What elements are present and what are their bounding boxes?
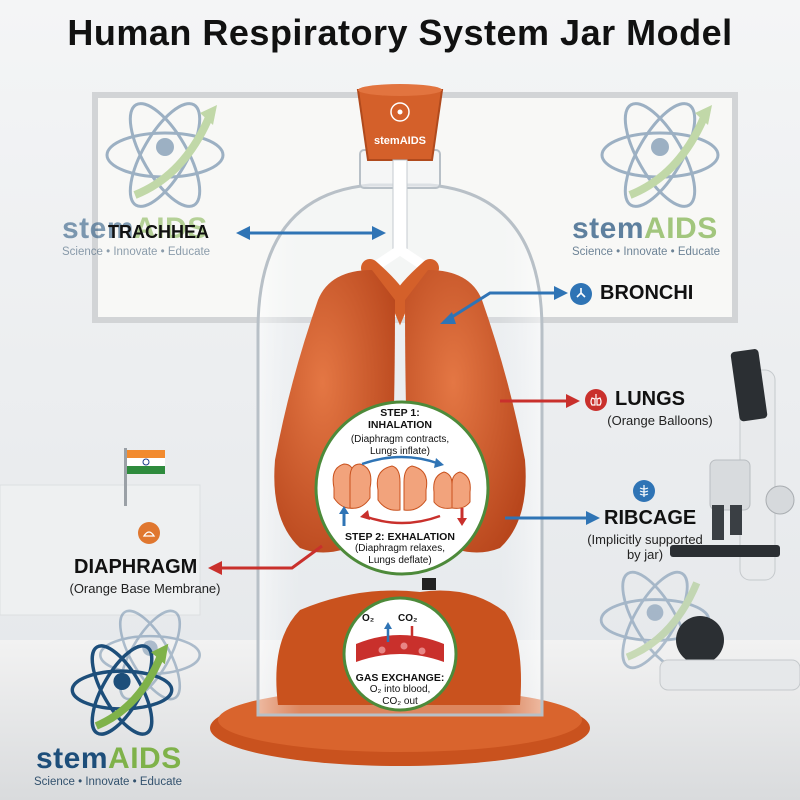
ribcage-sublabel: (Implicitly supported by jar) (587, 532, 703, 562)
bronchi-callout: BRONCHI (570, 282, 693, 305)
diaphragm-arrow (208, 544, 323, 575)
lungs-arrow (500, 394, 580, 408)
atom-logo-icon (600, 102, 720, 208)
trachea-label: TRACHHEA (108, 222, 209, 242)
atom-logo-icon (99, 609, 201, 701)
stopper-brand-text: stemAIDS (374, 135, 426, 147)
bronchi-label: BRONCHI (600, 282, 694, 304)
bronchi-arrow (440, 286, 568, 324)
o2-label: O₂ (362, 613, 375, 624)
steps-circle (314, 400, 490, 576)
atom-logo-icon (105, 102, 225, 208)
lungs-callout: LUNGS (585, 388, 685, 411)
blood-vessel-icon (356, 635, 444, 662)
india-flag-icon (124, 448, 165, 506)
page-title: Human Respiratory System Jar Model (67, 12, 733, 53)
step1-description: (Diaphragm contracts, Lungs inflate) (350, 434, 450, 457)
microscope-icon (659, 349, 800, 691)
diaphragm-sublabel: (Orange Base Membrane) (69, 581, 221, 596)
brand-logo: stemAIDS (36, 742, 182, 775)
ribcage-icon (633, 480, 655, 502)
atom-logo-icon (70, 643, 174, 736)
step2-description: STEP 2: EXHALATION (Diaphragm relaxes, L… (345, 531, 455, 566)
brand-watermark: stemAIDS Science • Innovate • Educate (572, 212, 721, 258)
gas-exchange-circle (342, 596, 458, 712)
ribcage-label: RIBCAGE (604, 507, 697, 529)
lungs-sublabel: (Orange Balloons) (607, 413, 713, 428)
side-desk (0, 484, 201, 616)
lungs-label: LUNGS (615, 388, 685, 410)
brand-watermark: stemAIDS Science • Innovate • Educate (62, 212, 211, 258)
gas-exchange-text: GAS EXCHANGE: O₂ into blood, CO₂ out (355, 672, 445, 707)
diaphragm-label: DIAPHRAGM (74, 556, 198, 578)
bronchi-icon (570, 282, 592, 305)
trachea-arrow (236, 226, 386, 240)
step1-title: STEP 1: INHALATION (368, 407, 432, 432)
ribcage-arrow (505, 511, 600, 525)
lungs-icon (332, 463, 471, 511)
co2-label: CO₂ (398, 613, 418, 624)
diaphragm-icon (138, 522, 160, 544)
bronchi-balloons (361, 259, 439, 326)
lungs-icon (585, 388, 607, 411)
brand-tagline: Science • Innovate • Educate (34, 776, 183, 788)
